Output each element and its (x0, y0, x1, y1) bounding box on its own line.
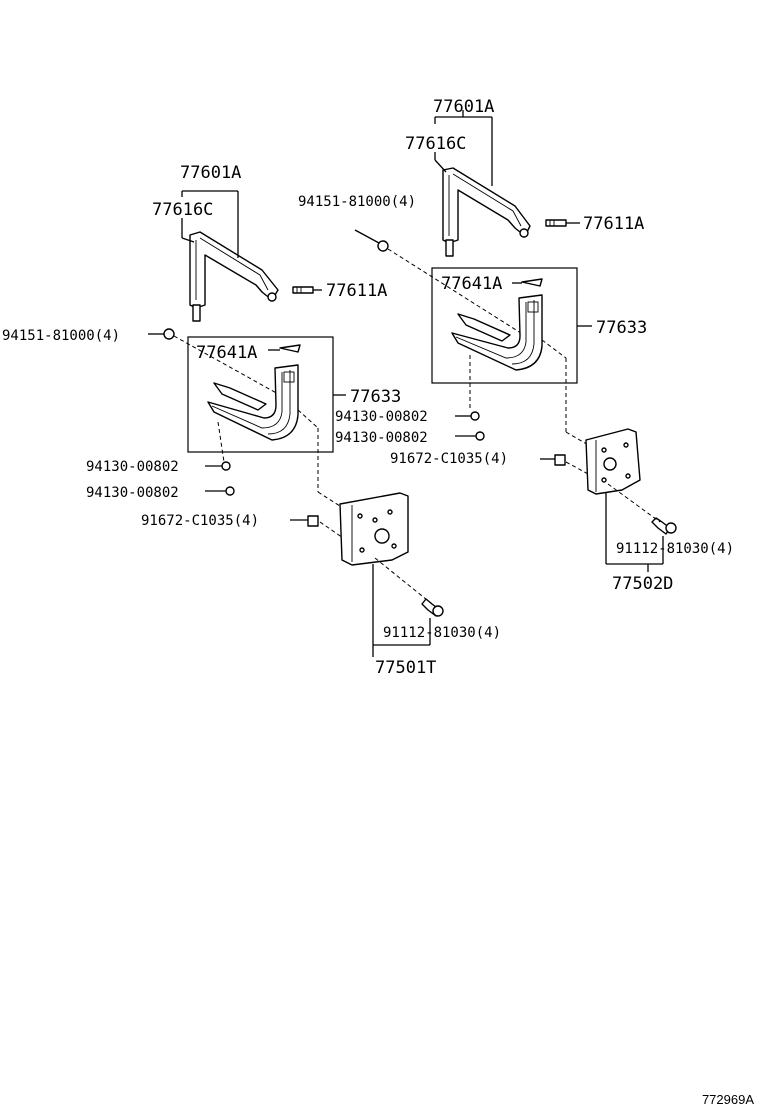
left-stud-label: 91672-C1035(4) (141, 513, 259, 529)
left-clip-part (268, 344, 301, 353)
right-pin-label: 77611A (583, 214, 644, 234)
left-bracket-part (339, 492, 409, 566)
right-nut-a-label: 94130-00802 (335, 409, 428, 425)
left-nut-b (205, 486, 235, 496)
left-arm-part (189, 231, 279, 322)
right-strap-part (451, 294, 543, 371)
left-bolt-top-label: 94151-81000(4) (2, 328, 120, 344)
right-strap-label: 77633 (596, 318, 647, 338)
left-strap-label: 77633 (350, 387, 401, 407)
right-pin-part (545, 219, 580, 227)
left-nut-a-label: 94130-00802 (86, 459, 179, 475)
right-clip-label: 77641A (441, 274, 502, 294)
left-pin-part (292, 286, 322, 294)
right-bolt-94151 (354, 229, 389, 252)
right-nut-b-label: 94130-00802 (335, 430, 428, 446)
left-strap-part (207, 364, 299, 441)
left-nut-b-label: 94130-00802 (86, 485, 179, 501)
right-bolt-91112 (651, 517, 677, 535)
left-seat-label: 77601A (180, 163, 241, 183)
right-stud-label: 91672-C1035(4) (390, 451, 508, 467)
left-clip-label: 77641A (196, 343, 257, 363)
left-stud-part (290, 515, 319, 527)
right-bracket-part (585, 428, 641, 495)
right-bracket-label: 77502D (612, 574, 673, 594)
left-nut-a (205, 461, 231, 471)
right-nut-a (455, 411, 480, 421)
drawing-code: 772969A (702, 1092, 754, 1107)
left-arm-label: 77616C (152, 200, 213, 220)
left-bolt-94151 (148, 328, 175, 340)
right-assembly: 77601A 77616C 77611A 94151-81000(4) 7764… (298, 97, 734, 594)
left-bolt-91112 (421, 598, 444, 617)
right-nut-b (455, 431, 485, 441)
right-arm-part (442, 167, 531, 257)
left-bracket-bolt-label: 91112-81030(4) (383, 625, 501, 641)
right-clip-part (512, 278, 543, 287)
right-bolt-top-label: 94151-81000(4) (298, 194, 416, 210)
left-assembly: 77601A 77616C 77611A 94151-81000(4) 7764… (2, 163, 501, 678)
left-bracket-label: 77501T (375, 658, 436, 678)
right-arm-label: 77616C (405, 134, 466, 154)
right-seat-label: 77601A (433, 97, 494, 117)
right-bracket-bolt-label: 91112-81030(4) (616, 541, 734, 557)
right-stud-part (540, 454, 566, 466)
left-pin-label: 77611A (326, 281, 387, 301)
